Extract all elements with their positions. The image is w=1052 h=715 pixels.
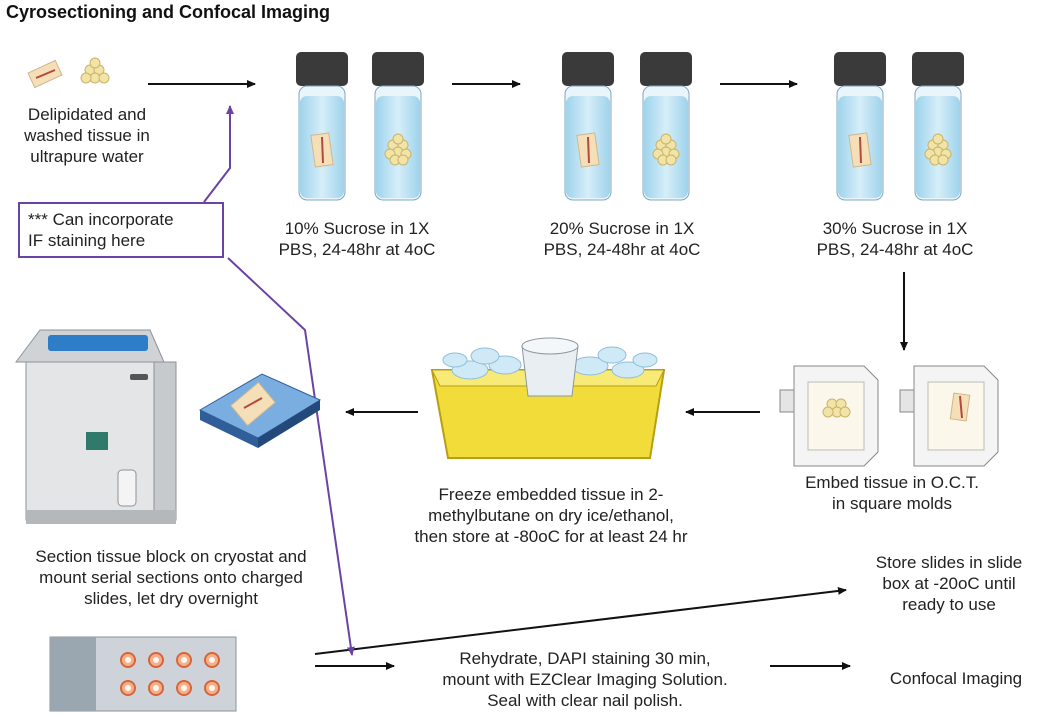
rehydrate-label: Rehydrate, DAPI staining 30 min,mount wi… [442, 649, 728, 710]
if-staining-note: *** Can incorporate IF staining here [18, 202, 224, 258]
tissue-sample-icon [27, 57, 110, 89]
microscope-slide-icon [49, 636, 237, 712]
dry-ice-tray-icon [430, 337, 666, 459]
vial [834, 52, 886, 201]
arrow-slide-to-store [314, 586, 847, 655]
figure-title: Cyrosectioning and Confocal Imaging [6, 2, 331, 22]
cryostat-icon [15, 329, 177, 524]
embed-label: Embed tissue in O.C.T.in square molds [805, 473, 979, 513]
vial [562, 52, 614, 201]
confocal-label: Confocal Imaging [889, 669, 1023, 688]
purple-arrow-to-rehydrate [227, 257, 355, 656]
sucrose-vials [296, 52, 964, 201]
square-molds-icon [779, 365, 999, 467]
vial [372, 52, 424, 201]
vial [640, 52, 692, 201]
vial [912, 52, 964, 201]
slide-warmer-icon [198, 373, 322, 448]
freeze-label: Freeze embedded tissue in 2-methylbutane… [414, 485, 688, 546]
vial [296, 52, 348, 201]
purple-arrow-to-sucrose [203, 105, 234, 203]
